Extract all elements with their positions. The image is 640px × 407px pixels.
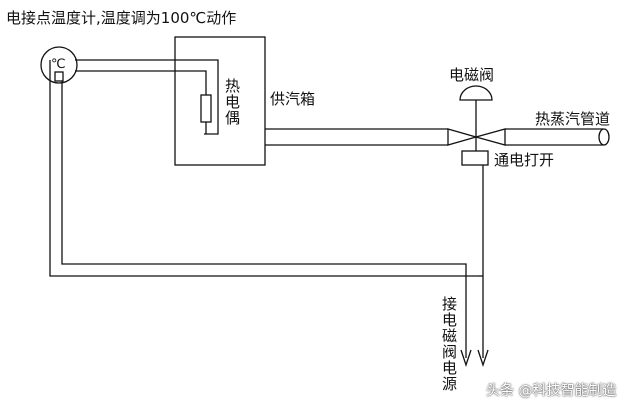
steam-pipe-label: 热蒸汽管道 xyxy=(535,110,611,128)
gauge-symbol: ℃ xyxy=(51,57,66,72)
arrow-head-right xyxy=(477,349,489,368)
steam-supply-box xyxy=(174,36,266,166)
thermometer-gauge xyxy=(40,46,78,84)
valve-body-right xyxy=(473,128,506,146)
power-connect-label: 接电磁阀电源 xyxy=(440,296,458,392)
valve-body-left xyxy=(447,128,479,146)
valve-actuator xyxy=(459,85,493,101)
power-wire-a xyxy=(61,81,467,358)
valve-coil xyxy=(461,150,489,166)
thermocouple-label: 热电偶 xyxy=(223,78,241,126)
thermocouple-wire-outer xyxy=(75,59,219,135)
thermocouple-element xyxy=(200,94,212,123)
power-open-label: 通电打开 xyxy=(494,151,555,169)
gauge-terminal xyxy=(54,71,64,82)
arrow-head-left xyxy=(460,349,472,368)
solenoid-valve-label: 电磁阀 xyxy=(449,66,495,84)
thermocouple-wire-inner xyxy=(75,70,207,95)
watermark: 头条 @科技智能制造 xyxy=(486,383,617,399)
diagram-caption: 电接点温度计,温度调为100℃动作 xyxy=(6,9,237,27)
steam-box-label: 供汽箱 xyxy=(270,90,316,108)
power-wire-b-lower xyxy=(49,60,478,277)
pipe-end xyxy=(598,128,610,146)
